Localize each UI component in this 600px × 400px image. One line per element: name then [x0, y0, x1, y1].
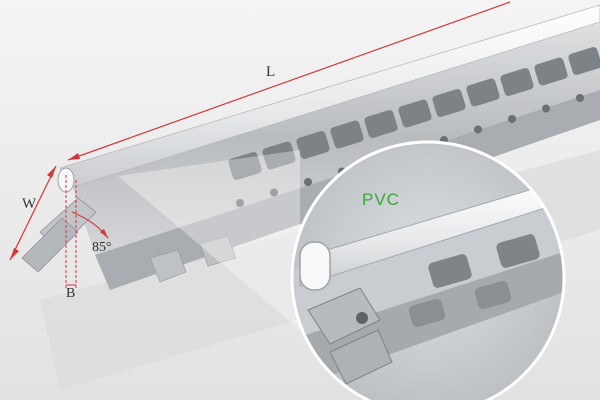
perforation-slot — [500, 68, 534, 96]
dimension-angle — [71, 211, 109, 239]
perforation-slot — [330, 120, 364, 149]
perforation-slot — [262, 141, 296, 170]
material-label: PVC — [362, 190, 400, 209]
perforation-slot — [466, 78, 500, 107]
perforation-slot — [568, 47, 600, 75]
perforation-hole — [576, 94, 584, 102]
perforation-hole — [270, 188, 278, 197]
dimension-base — [65, 175, 77, 290]
dimension-length — [67, 1, 511, 161]
perforation-hole — [236, 199, 244, 207]
zoom-connector — [118, 150, 300, 330]
zoom-detail — [290, 140, 566, 400]
perforation-hole — [508, 115, 516, 123]
base-label: B — [66, 286, 76, 301]
width-label: W — [22, 196, 37, 212]
perforation-hole — [304, 178, 312, 186]
dimension-width — [9, 165, 57, 261]
perforation-slot — [296, 131, 330, 159]
front-tabs — [21, 197, 237, 283]
perforation-slot — [432, 89, 466, 117]
length-label: L — [266, 64, 276, 80]
perforation-slots — [228, 47, 600, 207]
angle-label: 85° — [92, 240, 112, 255]
perforation-slot — [364, 110, 398, 138]
perforation-hole — [542, 104, 550, 113]
perforation-slot — [398, 99, 432, 128]
perforation-hole — [474, 125, 482, 134]
perforation-slot — [534, 57, 568, 86]
perforation-slot — [228, 152, 262, 180]
